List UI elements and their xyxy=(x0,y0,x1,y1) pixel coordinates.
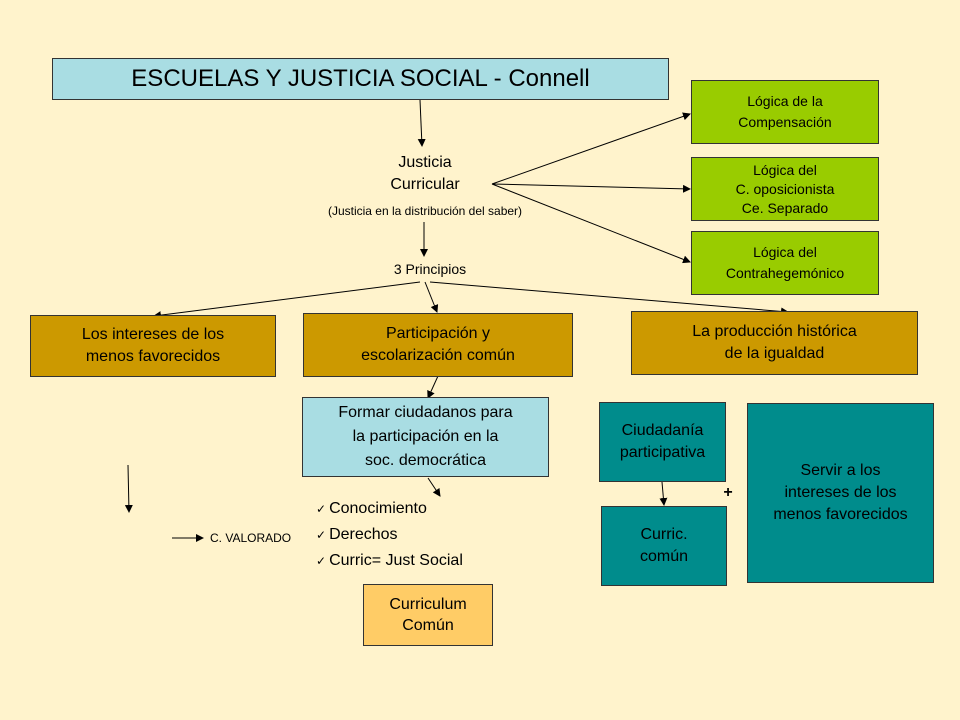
arrow-formar-to-checklist xyxy=(427,477,441,497)
justicia-note: (Justicia en la distribución del saber) xyxy=(327,204,523,218)
formar-ciudadanos-box: Formar ciudadanos para la participación … xyxy=(302,397,549,477)
logica-contrahegemonico-box: Lógica del Contrahegemónico xyxy=(691,231,879,295)
checklist-item: Derechos xyxy=(316,522,463,548)
servir-line1: Servir a los xyxy=(800,462,881,479)
ciudadania-line2: participativa xyxy=(619,444,706,461)
servir-line2: intereses de los xyxy=(784,484,897,501)
logica-oposicionista-line2: C. oposicionista xyxy=(735,180,835,197)
logica-compensacion-line1: Lógica de la xyxy=(747,93,823,109)
ciudadania-participativa-box: Ciudadanía participativa xyxy=(599,402,726,482)
curriculum-comun-box: Curriculum Común xyxy=(363,584,493,646)
arrow-to-intereses xyxy=(153,281,421,320)
arrow-to-produccion xyxy=(429,281,789,316)
curric-comun-line1: Curric. xyxy=(640,526,688,543)
logica-oposicionista-line1: Lógica del xyxy=(753,161,817,178)
logica-oposicionista-line3: Ce. Separado xyxy=(741,199,829,216)
curriculum-comun-line1: Curriculum xyxy=(389,596,467,613)
servir-line3: menos favorecidos xyxy=(773,506,908,523)
principio-participacion-box: Participación y escolarización común xyxy=(303,313,573,377)
arrow-to-logica-oposicionista xyxy=(491,183,691,193)
principio-participacion-line2: escolarización común xyxy=(361,347,515,364)
servir-intereses-box: Servir a los intereses de los menos favo… xyxy=(747,403,934,583)
principio-produccion-line1: La producción histórica xyxy=(692,323,857,340)
logica-compensacion-line2: Compensación xyxy=(738,114,832,130)
title-box: ESCUELAS Y JUSTICIA SOCIAL - Connell xyxy=(52,58,669,100)
checklist-item-text: Conocimiento xyxy=(329,500,427,517)
logica-oposicionista-box: Lógica del C. oposicionista Ce. Separado xyxy=(691,157,879,221)
c-valorado-label: C. VALORADO xyxy=(210,531,292,545)
formar-line2: la participación en la xyxy=(352,428,499,445)
principio-intereses-line1: Los intereses de los xyxy=(81,326,225,343)
arrow-ciudadania-to-curric xyxy=(659,481,668,506)
arrow-title-to-justicia xyxy=(417,99,426,147)
checklist-item-text: Curric= Just Social xyxy=(329,552,463,569)
arrow-to-logica-compensacion xyxy=(491,112,691,185)
formar-line3: soc. democrática xyxy=(365,452,486,469)
curric-comun-box: Curric. común xyxy=(601,506,727,586)
plus-sign: + xyxy=(723,484,733,501)
principio-intereses-line2: menos favorecidos xyxy=(85,348,221,365)
justicia-curricular-label: Justicia Curricular xyxy=(340,152,510,196)
arrow-participacion-to-formar xyxy=(427,375,439,399)
curric-comun-line2: común xyxy=(639,548,689,565)
arrow-to-participacion xyxy=(424,281,439,313)
page-title: ESCUELAS Y JUSTICIA SOCIAL - Connell xyxy=(131,65,590,92)
logica-contrahegemonico-line2: Contrahegemónico xyxy=(725,265,845,281)
checklist-item-text: Derechos xyxy=(329,526,398,543)
checklist-item: Conocimiento xyxy=(316,496,463,522)
principio-produccion-box: La producción histórica de la igualdad xyxy=(631,311,918,375)
arrow-left-down xyxy=(124,464,133,513)
formar-line1: Formar ciudadanos para xyxy=(338,404,513,421)
justicia-line2: Curricular xyxy=(390,176,460,193)
principio-participacion-line1: Participación y xyxy=(385,325,491,342)
logica-compensacion-box: Lógica de la Compensación xyxy=(691,80,879,144)
principio-intereses-box: Los intereses de los menos favorecidos xyxy=(30,315,276,377)
curriculum-comun-line2: Común xyxy=(402,617,454,634)
principio-produccion-line2: de la igualdad xyxy=(724,345,825,362)
justicia-line1: Justicia xyxy=(398,154,452,171)
logica-contrahegemonico-line1: Lógica del xyxy=(753,244,817,260)
principles-checklist: Conocimiento Derechos Curric= Just Socia… xyxy=(316,496,463,574)
checklist-item: Curric= Just Social xyxy=(316,548,463,574)
principios-label: 3 Principios xyxy=(393,261,467,277)
ciudadania-line1: Ciudadanía xyxy=(621,422,704,439)
arrow-to-logica-contrahegemonico xyxy=(491,183,691,264)
